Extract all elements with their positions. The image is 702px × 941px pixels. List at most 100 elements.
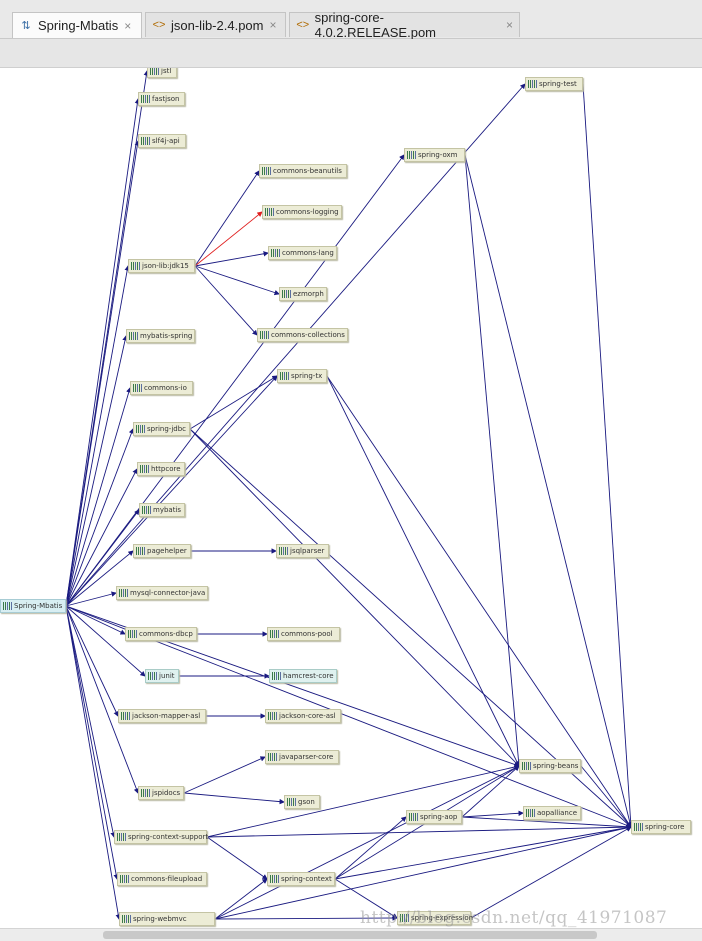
node-label: mybatis — [153, 506, 182, 514]
dependency-edge — [65, 605, 126, 635]
node-ezmorph[interactable]: ezmorph — [279, 287, 327, 301]
node-pagehelper[interactable]: pagehelper — [133, 544, 191, 558]
library-icon — [136, 425, 145, 433]
dependency-edge — [65, 605, 632, 828]
library-icon — [121, 712, 130, 720]
node-aopalliance[interactable]: aopalliance — [523, 806, 581, 820]
watermark: http://blog.csdn.net/qq_41971087 — [360, 908, 668, 928]
node-mybatis[interactable]: mybatis — [139, 503, 185, 517]
node-jackson-mapper-asl[interactable]: jackson-mapper-asl — [118, 709, 206, 723]
node-junit[interactable]: junit — [145, 669, 179, 683]
node-label: spring-oxm — [418, 151, 458, 159]
node-spring-oxm[interactable]: spring-oxm — [404, 148, 465, 162]
dependency-edge — [183, 756, 266, 794]
dependency-edge — [65, 605, 146, 677]
scrollbar-thumb[interactable] — [103, 931, 597, 939]
library-icon — [270, 630, 279, 638]
dependency-edge — [464, 154, 522, 767]
node-commons-beanutils[interactable]: commons-beanutils — [259, 164, 347, 178]
close-icon[interactable]: × — [505, 18, 513, 32]
close-icon[interactable]: × — [269, 18, 277, 32]
node-hamcrest-core[interactable]: hamcrest-core — [269, 669, 337, 683]
library-icon — [150, 68, 159, 75]
node-jsqlparser[interactable]: jsqlparser — [276, 544, 329, 558]
node-label: jspidocs — [152, 789, 181, 797]
dependency-edge — [206, 836, 268, 880]
node-mybatis-spring[interactable]: mybatis-spring — [126, 329, 195, 343]
node-label: httpcore — [151, 465, 181, 473]
library-icon — [136, 547, 145, 555]
node-label: spring-test — [539, 80, 577, 88]
node-spring-expression[interactable]: spring-expression — [397, 911, 473, 925]
node-spring-test[interactable]: spring-test — [525, 77, 583, 91]
library-icon — [141, 789, 150, 797]
node-label: gson — [298, 798, 315, 806]
dependency-edge — [464, 154, 633, 828]
dependency-edge — [214, 825, 632, 920]
maven-pom-icon: <> — [296, 19, 310, 31]
node-commons-dbcp[interactable]: commons-dbcp — [125, 627, 197, 641]
node-fastjson[interactable]: fastjson — [138, 92, 185, 106]
node-label: mybatis-spring — [140, 332, 193, 340]
library-icon — [522, 762, 531, 770]
node-json-lib-jdk15[interactable]: json-lib:jdk15 — [128, 259, 195, 273]
library-icon — [119, 589, 128, 597]
node-commons-logging[interactable]: commons-logging — [262, 205, 342, 219]
node-mysql-connector-java[interactable]: mysql-connector-java — [116, 586, 208, 600]
library-icon — [122, 915, 131, 923]
node-gson[interactable]: gson — [284, 795, 320, 809]
library-icon — [141, 95, 150, 103]
diagram-toolbar — [0, 39, 702, 68]
tab-json-lib-pom[interactable]: <> json-lib-2.4.pom × — [145, 12, 286, 37]
node-javaparser-core[interactable]: javaparser-core — [265, 750, 339, 764]
node-spring-webmvc[interactable]: spring-webmvc — [119, 912, 215, 926]
dependency-edge — [65, 605, 119, 717]
node-spring-jdbc[interactable]: spring-jdbc — [133, 422, 190, 436]
node-commons-lang[interactable]: commons-lang — [268, 246, 337, 260]
node-spring-core[interactable]: spring-core — [631, 820, 691, 834]
node-label: jackson-core-asl — [279, 712, 336, 720]
library-icon — [120, 875, 129, 883]
dependency-edge — [214, 765, 520, 920]
node-commons-pool[interactable]: commons-pool — [267, 627, 340, 641]
library-icon — [128, 630, 137, 638]
dependency-edge — [194, 265, 258, 336]
node-label: fastjson — [152, 95, 180, 103]
horizontal-scrollbar[interactable] — [0, 928, 702, 941]
node-jspidocs[interactable]: jspidocs — [138, 786, 184, 800]
tab-spring-core-pom[interactable]: <> spring-core-4.0.2.RELEASE.pom × — [289, 10, 520, 40]
library-icon — [140, 465, 149, 473]
node-label: commons-dbcp — [139, 630, 193, 638]
node-label: json-lib:jdk15 — [142, 262, 189, 270]
node-label: slf4j-api — [152, 137, 180, 145]
node-commons-fileupload[interactable]: commons-fileupload — [117, 872, 207, 886]
node-spring-aop[interactable]: spring-aop — [406, 810, 462, 824]
dependency-edge — [206, 824, 632, 838]
node-label: spring-beans — [533, 762, 579, 770]
node-slf4j-api[interactable]: slf4j-api — [138, 134, 186, 148]
close-icon[interactable]: × — [124, 18, 132, 33]
node-httpcore[interactable]: httpcore — [137, 462, 185, 476]
tab-spring-mbatis[interactable]: ⇅ Spring-Mbatis × — [12, 12, 142, 38]
dependency-edge — [65, 140, 140, 607]
node-spring-context[interactable]: spring-context — [267, 872, 335, 886]
node-jackson-core-asl[interactable]: jackson-core-asl — [265, 709, 341, 723]
dependency-graph[interactable]: Spring-Mbatis jstl fastjson slf4j-api json-l… — [0, 68, 702, 928]
dependency-edge — [65, 83, 526, 607]
node-label: commons-io — [144, 384, 187, 392]
node-spring-beans[interactable]: spring-beans — [519, 759, 581, 773]
node-commons-collections[interactable]: commons-collections — [257, 328, 348, 342]
library-icon — [272, 672, 281, 680]
library-icon — [634, 823, 643, 831]
dependency-edge — [65, 550, 134, 607]
node-root[interactable]: Spring-Mbatis — [0, 599, 66, 613]
node-jstl[interactable]: jstl — [147, 68, 177, 78]
dependency-edges — [65, 70, 634, 921]
dependency-edge — [194, 211, 263, 267]
library-icon — [287, 798, 296, 806]
node-spring-tx[interactable]: spring-tx — [277, 369, 327, 383]
dependency-edge — [65, 468, 138, 607]
dependency-edge — [65, 265, 130, 607]
node-commons-io[interactable]: commons-io — [130, 381, 193, 395]
node-spring-context-support[interactable]: spring-context-support — [114, 830, 208, 844]
